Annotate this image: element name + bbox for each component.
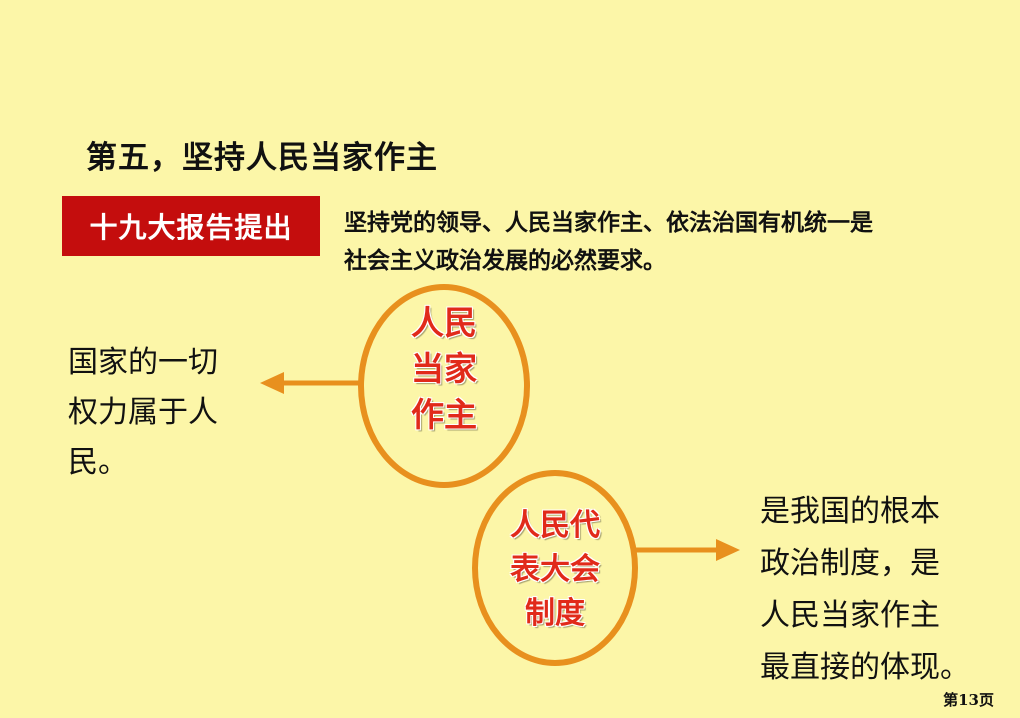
- report-statement: 坚持党的领导、人民当家作主、依法治国有机统一是 社会主义政治发展的必然要求。: [344, 204, 984, 280]
- left-description: 国家的一切 权力属于人 民。: [68, 338, 218, 488]
- right-arrow: [636, 539, 740, 561]
- page-number: 第13页: [943, 691, 994, 709]
- ellipse-people-as-masters-label: 人民 当家 作主: [380, 300, 508, 438]
- ellipse-label-line: 表大会: [510, 552, 600, 587]
- left-description-line: 民。: [68, 445, 128, 480]
- left-description-line: 国家的一切: [68, 345, 218, 380]
- right-description-line: 最直接的体现。: [760, 650, 970, 685]
- ellipse-congress-system: [472, 470, 638, 666]
- ellipse-label-line: 制度: [525, 596, 585, 631]
- statement-line: 社会主义政治发展的必然要求。: [344, 248, 666, 274]
- ellipse-label-line: 人民代: [510, 508, 600, 543]
- ellipse-label-line: 作主: [411, 395, 477, 434]
- ellipse-people-as-masters: [358, 284, 530, 488]
- right-description-line: 人民当家作主: [760, 598, 940, 633]
- statement-line: 坚持党的领导、人民当家作主、依法治国有机统一是: [344, 210, 873, 236]
- left-arrow: [260, 372, 360, 394]
- ellipse-label-line: 当家: [411, 349, 477, 388]
- right-description-line: 政治制度，是: [760, 546, 940, 581]
- slide-title: 第五，坚持人民当家作主: [86, 140, 438, 176]
- left-description-line: 权力属于人: [68, 395, 218, 430]
- ellipse-congress-system-label: 人民代 表大会 制度: [484, 504, 626, 636]
- report-tag: 十九大报告提出: [62, 196, 320, 256]
- right-description: 是我国的根本 政治制度，是 人民当家作主 最直接的体现。: [760, 486, 970, 694]
- right-description-line: 是我国的根本: [760, 494, 940, 529]
- ellipse-label-line: 人民: [411, 303, 477, 342]
